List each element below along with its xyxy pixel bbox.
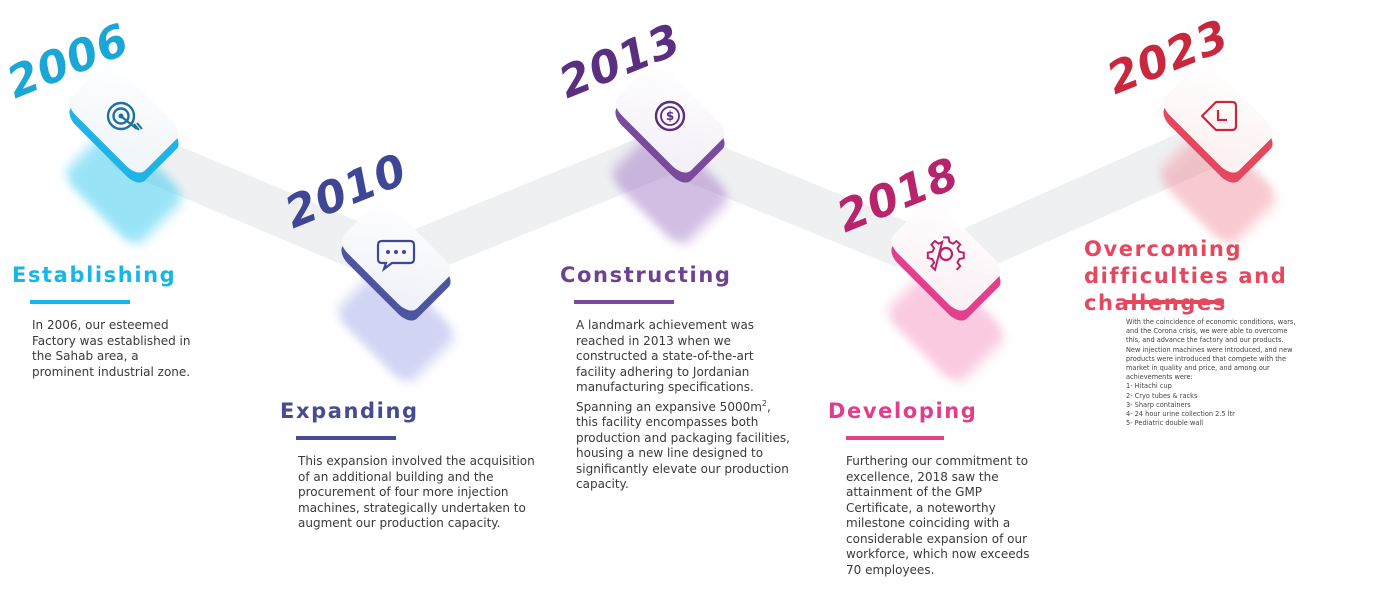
list-item: 3- Sharp containers [1126,400,1191,409]
heading-developing: Developing [828,399,978,423]
text-establishing: In 2006, our esteemed Factory was establ… [32,318,191,379]
chat-bubble-icon [370,228,422,280]
rule-expanding [296,436,396,440]
list-item: 4- 24 hour urine collection 2.5 ltr [1126,410,1235,419]
heading-constructing: Constructing [560,263,732,287]
heading-expanding: Expanding [280,399,419,423]
milestone-tile-2013: $ [582,58,758,252]
list-item: 5- Pediatric double wall [1126,419,1204,428]
target-icon [98,90,150,142]
achievements-list: 1- Hitachi cup 2- Cryo tubes & racks 3- … [1126,382,1298,428]
rule-constructing [574,300,674,304]
text-overcoming-paragraph: With the coincidence of economic conditi… [1126,318,1296,382]
clock-tag-icon [1192,90,1244,142]
milestone-tile-2018 [858,196,1034,390]
gear-icon [920,228,972,280]
text-overcoming: With the coincidence of economic conditi… [1126,318,1298,428]
list-item: 2- Cryo tubes & racks [1126,391,1198,400]
heading-establishing: Establishing [12,263,177,287]
heading-overcoming: Overcoming difficulties and challenges [1084,237,1288,315]
rule-developing [846,436,944,440]
text-constructing-part2: , this facility encompasses both product… [576,399,790,492]
text-constructing-sup: 2 [761,398,767,408]
text-developing: Furthering our commitment to excellence,… [846,454,1030,577]
list-item: 1- Hitachi cup [1126,382,1172,391]
milestone-tile-2010 [308,196,484,390]
rule-establishing [30,300,130,304]
svg-text:$: $ [666,109,674,123]
milestone-tile-2023 [1130,58,1306,252]
text-expanding: This expansion involved the acquisition … [298,454,535,530]
text-constructing-part1: A landmark achievement was reached in 20… [576,318,762,414]
dollar-coin-icon: $ [644,90,696,142]
milestone-tile-2006 [36,58,212,252]
text-constructing: A landmark achievement was reached in 20… [576,318,790,493]
rule-overcoming [1126,300,1224,304]
